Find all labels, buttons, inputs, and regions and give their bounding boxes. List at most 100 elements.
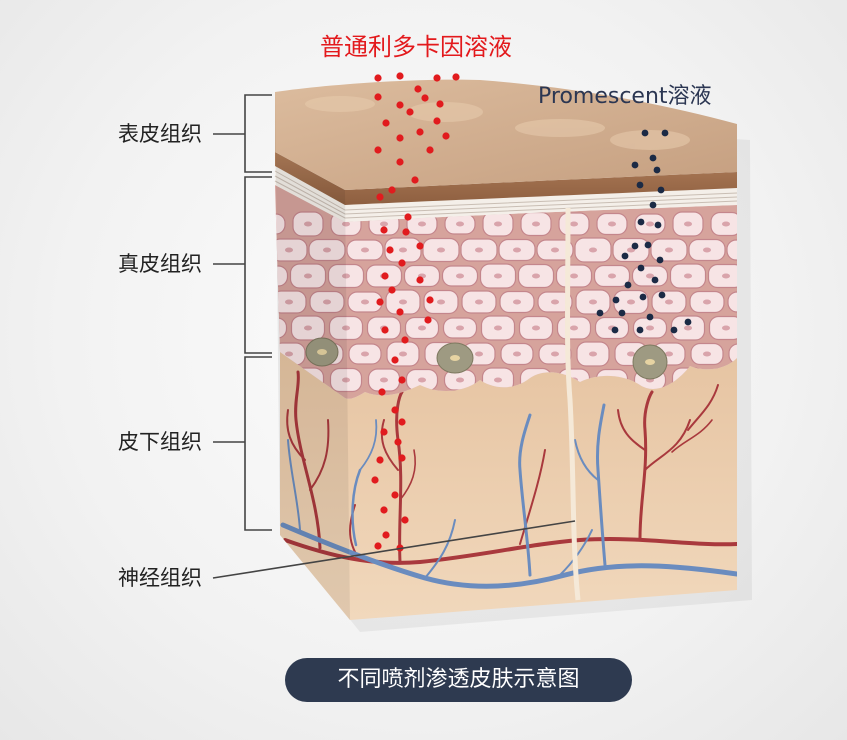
promescent-dot	[644, 241, 652, 249]
lidocaine-dot	[391, 406, 399, 414]
dermis-cell-nucleus	[342, 325, 350, 331]
lidocaine-dot	[411, 176, 419, 184]
dermis-cell-nucleus	[456, 377, 464, 383]
promescent-dot	[651, 276, 659, 284]
dermis-cell-nucleus	[399, 351, 407, 357]
nerve-pointer-line	[212, 520, 576, 579]
artery-branch	[519, 449, 546, 545]
promescent-dot	[618, 309, 626, 317]
promescent-dot	[684, 318, 692, 326]
lidocaine-dot	[380, 428, 388, 436]
dermis-cell-nucleus	[703, 299, 711, 305]
lidocaine-dot	[396, 134, 404, 142]
lidocaine-dot	[396, 101, 404, 109]
lidocaine-dot	[388, 286, 396, 294]
promescent-dot	[612, 296, 620, 304]
promescent-dot	[624, 281, 632, 289]
promescent-dot	[611, 326, 619, 334]
vein-branch	[574, 439, 599, 481]
dermis-cell-nucleus	[551, 247, 559, 253]
dermis-cell-nucleus	[266, 378, 274, 383]
dermis-cell-nucleus	[456, 273, 464, 279]
dermis-cell-nucleus	[684, 221, 692, 227]
dermis-cell-nucleus	[589, 351, 597, 357]
lidocaine-dot	[374, 146, 382, 154]
lidocaine-dot	[381, 326, 389, 334]
lidocaine-dot	[433, 74, 441, 82]
dermis-cell-nucleus	[456, 325, 464, 331]
dermis-cell-nucleus	[513, 247, 521, 253]
dark-cells	[305, 337, 668, 380]
artery-branch	[294, 370, 322, 550]
dermis-cell-nucleus	[722, 325, 730, 331]
artery-branch	[671, 419, 713, 453]
lidocaine-dot	[424, 316, 432, 324]
promescent-dot	[661, 129, 669, 137]
promescent-dot	[636, 181, 644, 189]
dermis-cell	[726, 239, 737, 261]
promescent-dot	[658, 291, 666, 299]
dermis-cell-nucleus	[380, 221, 388, 227]
dermis-cell-nucleus	[399, 247, 407, 253]
layer-brackets	[212, 94, 576, 579]
promescent-dot	[621, 252, 629, 260]
promescent-dot	[639, 293, 647, 301]
promescent-dot	[649, 154, 657, 162]
dermis-cell-nucleus	[323, 299, 331, 305]
dark-cell-nucleus	[645, 359, 655, 365]
lidocaine-dot	[416, 242, 424, 250]
lidocaine-dot	[388, 186, 396, 194]
artery-branch	[399, 449, 416, 501]
artery-branch	[617, 409, 646, 451]
dermis-cell	[275, 213, 286, 235]
dermis-cell-nucleus	[494, 377, 502, 383]
artery-branch	[309, 419, 330, 491]
lidocaine-dot	[402, 228, 410, 236]
lidocaine-dot	[381, 272, 389, 280]
epidermis-label: 表皮组织	[118, 122, 202, 146]
lidocaine-dot	[396, 308, 404, 316]
blood-vessels	[280, 370, 737, 589]
artery-branch	[286, 409, 306, 461]
lidocaine-dot	[378, 388, 386, 396]
artery-branch	[638, 390, 654, 540]
lidocaine-dot	[436, 100, 444, 108]
dermis-cell-nucleus	[703, 351, 711, 357]
dermis-cell-nucleus	[684, 273, 692, 279]
dermis-cell-nucleus	[437, 299, 445, 305]
lidocaine-dot	[416, 128, 424, 136]
dermis-cell-nucleus	[266, 222, 274, 227]
dermis-cell-nucleus	[304, 273, 312, 279]
artery-branch	[644, 419, 691, 471]
lidocaine-dot	[380, 226, 388, 234]
dermis-cell-nucleus	[551, 351, 559, 357]
surface-highlights	[305, 96, 690, 150]
lidocaine-dot	[398, 418, 406, 426]
lidocaine-dot	[391, 356, 399, 364]
vein-branch	[518, 413, 532, 577]
promescent-dot	[641, 129, 649, 137]
nerve-label: 神经组织	[118, 566, 202, 590]
vein-branch	[351, 468, 362, 547]
dermis-cell-nucleus	[665, 247, 673, 253]
dermis-cell-nucleus	[589, 299, 597, 305]
lidocaine-dot	[376, 456, 384, 464]
stratum-lines	[274, 170, 738, 219]
dermis-cell-nucleus	[475, 247, 483, 253]
lidocaine-dot	[416, 276, 424, 284]
dermis-cell-nucleus	[551, 299, 559, 305]
epidermis-bracket	[213, 94, 272, 173]
subcutaneous-label: 皮下组织	[118, 430, 202, 454]
dermis-cell-nucleus	[418, 377, 426, 383]
vein-branch	[424, 519, 456, 579]
dermis-cell-nucleus	[399, 299, 407, 305]
dermis-cell-nucleus	[722, 273, 730, 279]
lidocaine-dot	[398, 376, 406, 384]
dermis-cell-nucleus	[570, 221, 578, 227]
promescent-dot	[646, 313, 654, 321]
dermis-cell-nucleus	[342, 273, 350, 279]
dermis-cell-nucleus	[361, 351, 369, 357]
lidocaine-dot	[374, 74, 382, 82]
lidocaine-dot	[398, 259, 406, 267]
lidocaine-dot	[414, 85, 422, 93]
